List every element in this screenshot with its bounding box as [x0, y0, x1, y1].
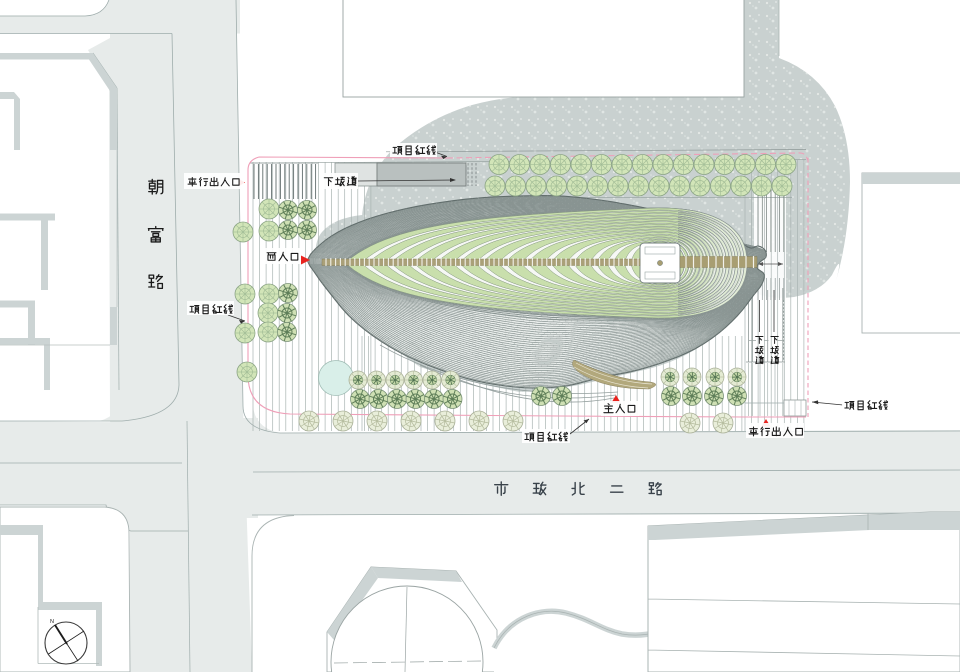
svg-text:N: N — [50, 619, 54, 625]
